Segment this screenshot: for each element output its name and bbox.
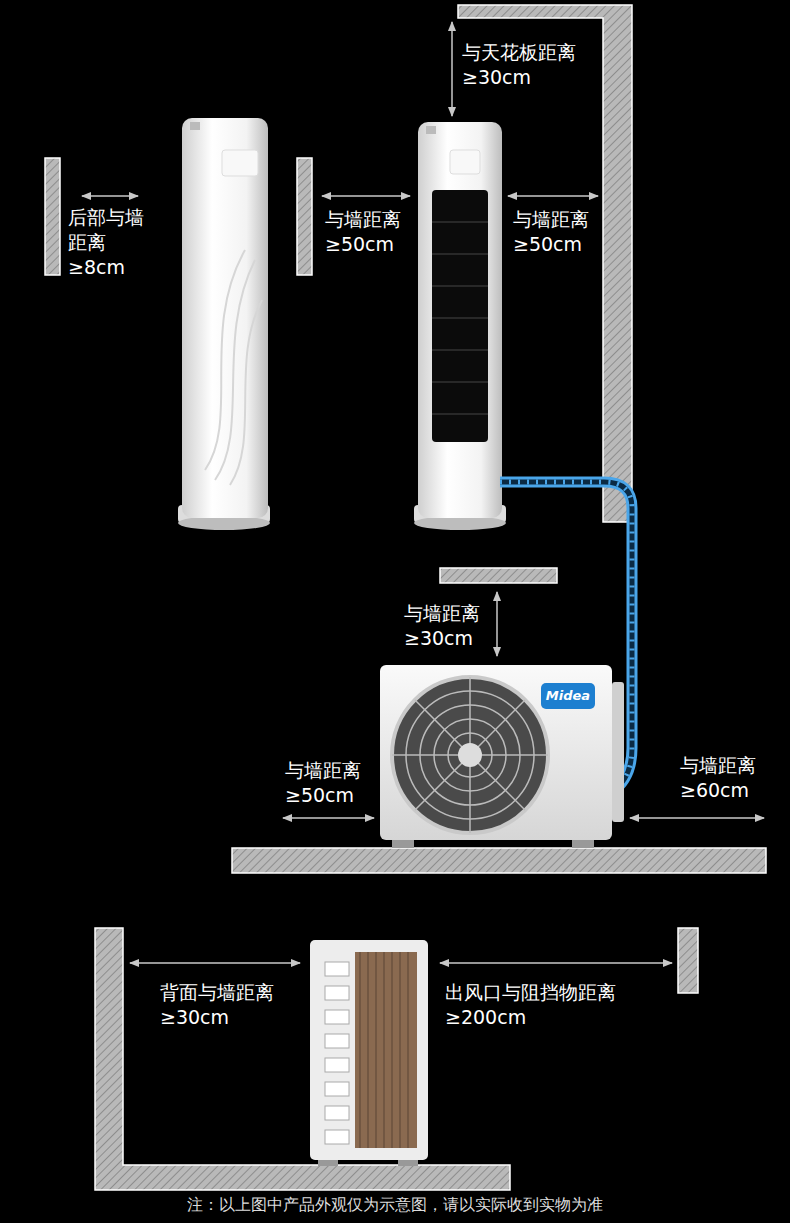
dimension-label: 后部与墙 距离≥8cm <box>68 205 144 280</box>
indoor-unit <box>414 122 506 530</box>
outdoor-unit <box>380 665 624 848</box>
dimension-label: 与墙距离 ≥50cm <box>325 207 401 257</box>
dimension-arrow <box>82 22 764 963</box>
outdoor-unit-side <box>310 940 428 1166</box>
dimension-label: 与墙距离 ≥30cm <box>404 601 480 651</box>
dimension-label: 与天花板距离 ≥30cm <box>462 40 576 90</box>
dimension-label: 与墙距离 ≥50cm <box>285 758 361 808</box>
dimension-label: 与墙距离 ≥50cm <box>513 207 589 257</box>
dimension-label: 与墙距离 ≥60cm <box>680 753 756 803</box>
dimension-label: 出风口与阻挡物距离 ≥200cm <box>445 980 616 1030</box>
dimension-label: 背面与墙距离 ≥30cm <box>160 980 274 1030</box>
wall <box>45 5 766 1190</box>
caption: 注：以上图中产品外观仅为示意图，请以实际收到实物为准 <box>0 1194 790 1216</box>
brand-logo: Midea <box>541 687 595 705</box>
indoor-unit <box>178 118 270 530</box>
